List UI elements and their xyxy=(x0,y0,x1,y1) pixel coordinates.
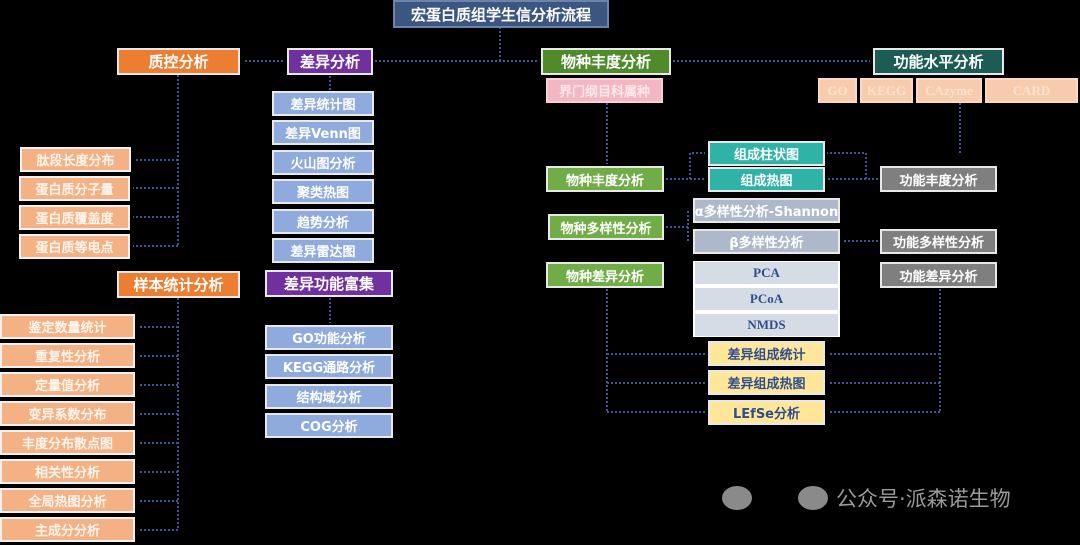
sample-item: 相关性分析 xyxy=(0,459,135,484)
diff-item: 聚类热图 xyxy=(272,179,374,204)
diff-analysis-node: 差异分析 xyxy=(287,48,373,75)
sample-item: 主成分分析 xyxy=(0,517,135,542)
wechat-icon xyxy=(722,486,752,510)
function-difference-node: 功能差异分析 xyxy=(880,262,997,288)
function-abundance-node: 功能丰度分析 xyxy=(880,166,997,192)
sample-item: 丰度分布散点图 xyxy=(0,430,135,455)
watermark: 公众号·派森诺生物 xyxy=(722,483,1011,513)
sample-item: 鉴定数量统计 xyxy=(0,314,135,339)
enrich-item: KEGG通路分析 xyxy=(265,354,393,379)
qc-analysis-node: 质控分析 xyxy=(117,48,240,75)
sample-item: 变异系数分布 xyxy=(0,401,135,426)
composition-bar-chart: 组成柱状图 xyxy=(708,141,825,166)
pcoa: PCoA xyxy=(695,288,838,310)
qc-item: 肽段长度分布 xyxy=(20,147,131,172)
diff-item: 火山图分析 xyxy=(272,150,374,175)
diff-item: 差异雷达图 xyxy=(272,238,374,263)
sample-item: 全局热图分析 xyxy=(0,488,135,513)
db-kegg: KEGG xyxy=(860,78,913,103)
enrich-item: 结构域分析 xyxy=(265,384,393,409)
function-level-head: 功能水平分析 xyxy=(873,48,1004,75)
diff-item: 差异Venn图 xyxy=(272,120,374,145)
ordination-group: PCA PCoA NMDS xyxy=(693,261,840,337)
watermark-text: 公众号·派森诺生物 xyxy=(836,487,1011,511)
qc-item: 蛋白质等电点 xyxy=(19,234,130,259)
species-diversity-node: 物种多样性分析 xyxy=(548,214,664,240)
db-card: CARD xyxy=(985,78,1078,103)
diff-composition-heatmap: 差异组成热图 xyxy=(708,370,825,395)
db-go: GO xyxy=(818,78,857,103)
species-abundance-head: 物种丰度分析 xyxy=(541,48,671,75)
qc-item: 蛋白质覆盖度 xyxy=(19,205,130,230)
sample-item: 定量值分析 xyxy=(0,372,135,397)
species-abundance-node: 物种丰度分析 xyxy=(546,166,664,192)
diff-composition-stats: 差异组成统计 xyxy=(708,341,825,366)
wechat-icon xyxy=(798,486,828,510)
species-difference-node: 物种差异分析 xyxy=(546,262,664,288)
enrichment-node: 差异功能富集 xyxy=(265,270,393,297)
taxonomy-levels: 界门纲目科属种 xyxy=(546,78,663,103)
alpha-diversity: α多样性分析-Shannon xyxy=(693,198,840,223)
enrich-item: GO功能分析 xyxy=(265,325,393,350)
nmds: NMDS xyxy=(695,314,838,336)
composition-heatmap: 组成热图 xyxy=(708,167,825,192)
sample-item: 重复性分析 xyxy=(0,343,135,368)
beta-diversity: β多样性分析 xyxy=(693,229,840,254)
qc-item: 蛋白质分子量 xyxy=(19,176,130,201)
sample-stats-node: 样本统计分析 xyxy=(117,271,240,298)
diff-item: 趋势分析 xyxy=(272,209,374,234)
db-cazyme: CAzyme xyxy=(916,78,982,103)
enrich-item: COG分析 xyxy=(265,413,393,438)
page-title: 宏蛋白质组学生信分析流程 xyxy=(393,0,609,28)
diff-item: 差异统计图 xyxy=(272,91,374,116)
pca: PCA xyxy=(695,262,838,284)
function-diversity-node: 功能多样性分析 xyxy=(880,229,997,254)
lefse-analysis: LEfSe分析 xyxy=(708,400,825,425)
